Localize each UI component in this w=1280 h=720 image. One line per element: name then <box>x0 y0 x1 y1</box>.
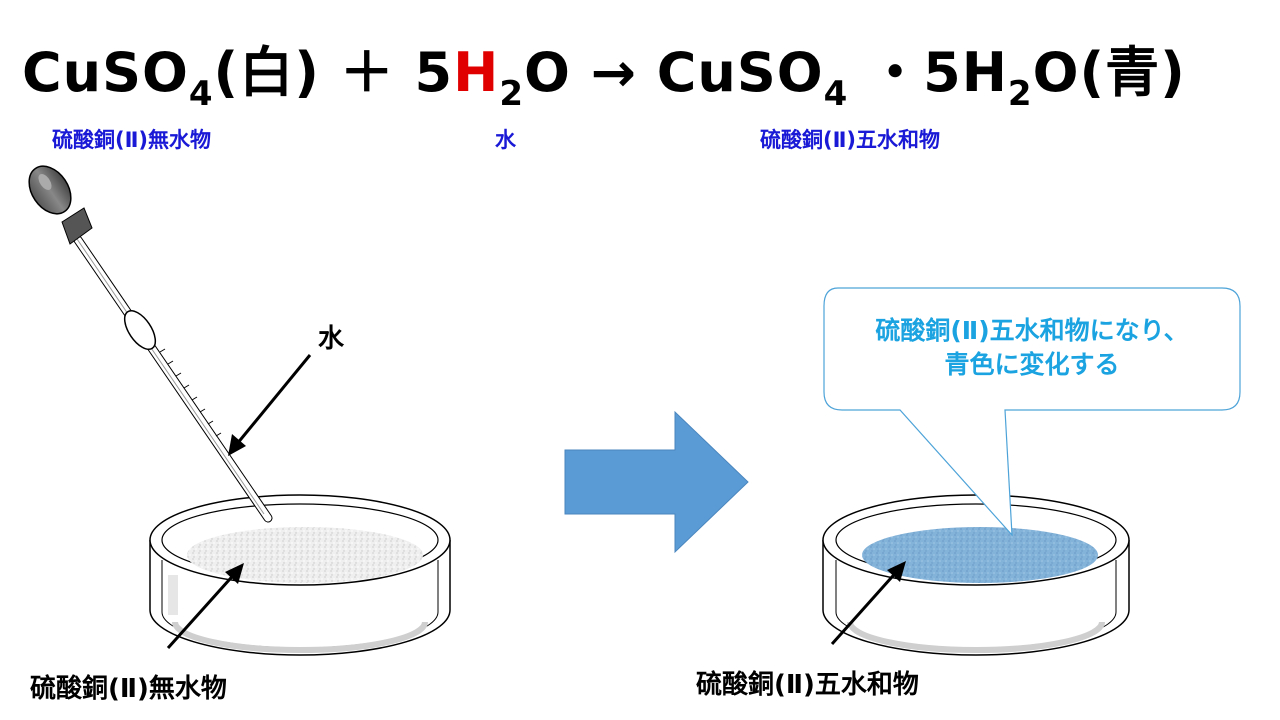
reactant-formula: CuSO <box>22 41 189 104</box>
speech-bubble <box>823 287 1241 537</box>
reactant-state: (白) <box>213 41 320 104</box>
water-coefficient: 5 <box>414 41 454 104</box>
label-pentahydrate-bottom: 硫酸銅(Ⅱ)五水和物 <box>696 670 919 700</box>
dropper-icon <box>28 165 273 523</box>
water-pointer-line <box>230 354 312 451</box>
product-state: (青) <box>1079 41 1186 104</box>
bubble-line-2: 青色に変化する <box>944 350 1120 379</box>
product-formula: CuSO <box>656 41 824 104</box>
water-hydrogen: H <box>453 41 500 104</box>
chemical-equation: CuSO4(白) ＋ 5H2O → CuSO4 ・5H2O(青) <box>22 28 1186 111</box>
anhydrous-pointer-head <box>225 563 244 584</box>
label-water-arrow: 水 <box>318 324 345 354</box>
pentahydrate-pointer-head <box>887 561 906 582</box>
plus-sign: ＋ <box>339 41 395 104</box>
water-subscript: 2 <box>499 74 524 114</box>
product-water-subscript: 2 <box>1007 74 1033 114</box>
pentahydrate-powder <box>862 527 1098 583</box>
reactant-subscript: 4 <box>188 74 214 114</box>
label-water-top: 水 <box>495 128 516 152</box>
label-pentahydrate-top: 硫酸銅(Ⅱ)五水和物 <box>760 128 941 152</box>
label-anhydrous-bottom: 硫酸銅(Ⅱ)無水物 <box>30 674 227 704</box>
product-water: 5H <box>923 41 1008 104</box>
product-subscript: 4 <box>823 74 849 114</box>
left-petri-dish <box>149 494 451 656</box>
pentahydrate-pointer-line <box>830 566 902 646</box>
anhydrous-powder <box>187 527 423 583</box>
hydrate-dot: ・ <box>868 41 924 104</box>
water-oxygen: O <box>523 41 571 104</box>
bubble-text: 硫酸銅(Ⅱ)五水和物になり、 青色に変化する <box>826 314 1238 382</box>
big-arrow-icon <box>564 410 749 554</box>
right-petri-dish <box>822 494 1130 656</box>
label-anhydrous-top: 硫酸銅(Ⅱ)無水物 <box>52 128 212 152</box>
anhydrous-pointer-line <box>166 568 240 650</box>
water-pointer-head <box>228 434 246 456</box>
reaction-arrow: → <box>590 41 637 104</box>
product-oxygen: O <box>1032 41 1080 104</box>
bubble-line-1: 硫酸銅(Ⅱ)五水和物になり、 <box>875 316 1189 345</box>
